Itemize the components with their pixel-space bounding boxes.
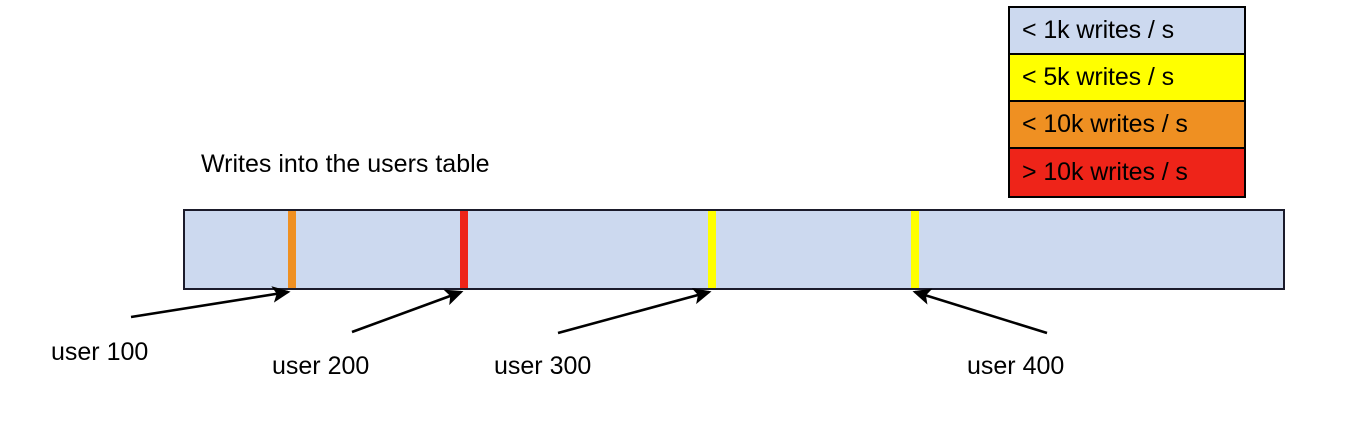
legend-item-label: < 5k writes / s (1022, 63, 1175, 91)
arrow-user-100 (130, 286, 291, 319)
arrow-user-200 (351, 289, 464, 334)
callout-label-user-400: user 400 (967, 352, 1065, 380)
legend-item-lt-1k: < 1k writes / s (1010, 8, 1244, 55)
callout-label-user-100: user 100 (51, 338, 149, 366)
user-200-stripe (460, 211, 468, 288)
callout-label-user-200: user 200 (272, 352, 370, 380)
legend-item-label: < 10k writes / s (1022, 110, 1188, 138)
arrow-user-400 (912, 288, 1048, 335)
arrow-user-300 (557, 288, 712, 335)
chart-title: Writes into the users table (201, 150, 490, 178)
legend-item-label: > 10k writes / s (1022, 158, 1188, 186)
users-table-bar (183, 209, 1285, 290)
legend-item-lt-10k: < 10k writes / s (1010, 102, 1244, 149)
callout-label-user-300: user 300 (494, 352, 592, 380)
legend-item-label: < 1k writes / s (1022, 16, 1175, 44)
legend-item-gt-10k: > 10k writes / s (1010, 149, 1244, 196)
user-100-stripe (288, 211, 296, 288)
legend-item-lt-5k: < 5k writes / s (1010, 55, 1244, 102)
user-300-stripe (708, 211, 716, 288)
user-400-stripe (911, 211, 919, 288)
legend: < 1k writes / s < 5k writes / s < 10k wr… (1008, 6, 1246, 198)
